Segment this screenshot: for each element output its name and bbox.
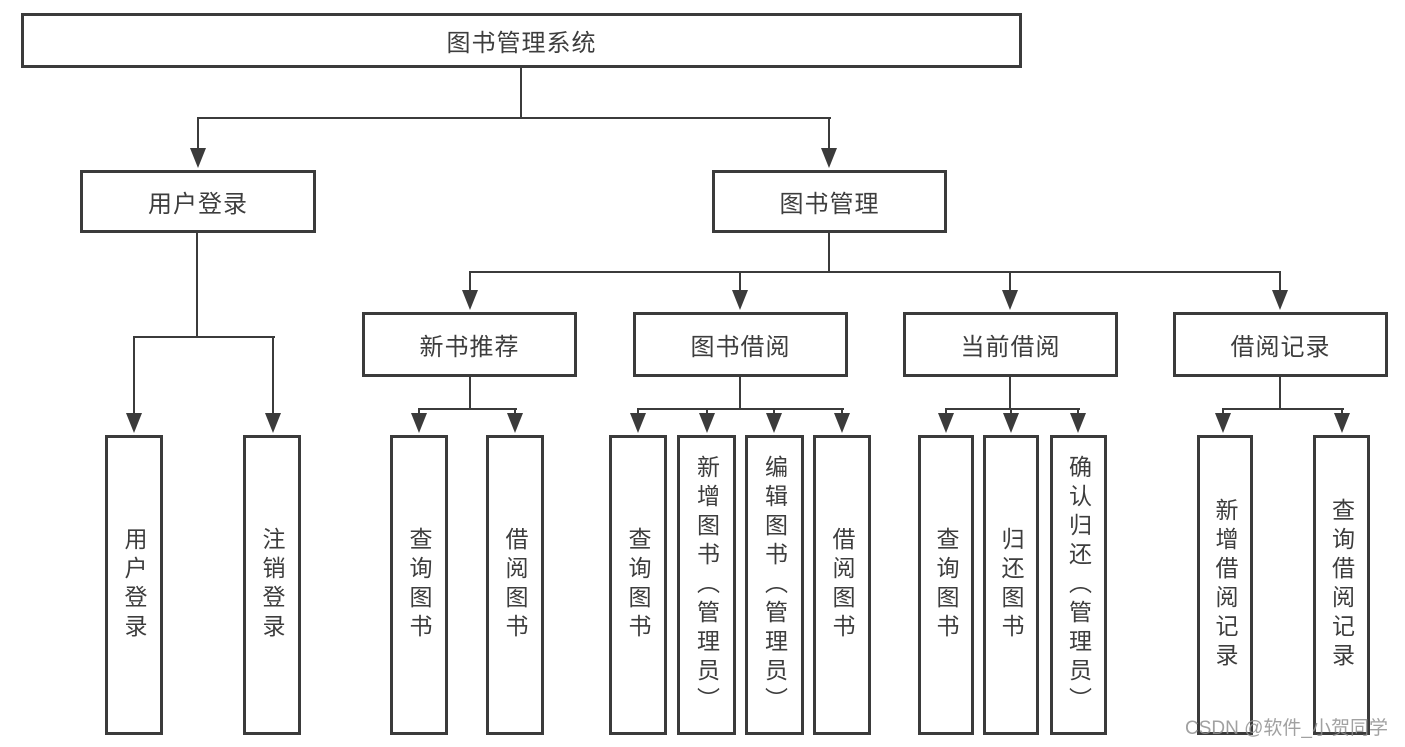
- connector-borrow-records-vertical: [1279, 377, 1281, 410]
- leaf-add-borrow-record-label: 新增借阅记录: [1212, 498, 1238, 672]
- leaf-query-borrow-record: 查询借阅记录: [1313, 435, 1370, 735]
- arrow-to-leaf-query-borrow-icon: [630, 413, 646, 433]
- leaf-borrow-books-recommend-label: 借阅图书: [502, 527, 528, 643]
- connector-book-borrow-vertical: [739, 377, 741, 410]
- node-system-root: 图书管理系统: [21, 13, 1022, 68]
- connector-to-leaf-query-borrow-stem: [637, 408, 639, 415]
- arrow-to-user-login-icon: [190, 148, 206, 168]
- connector-to-leaf-logout-stem: [272, 336, 274, 414]
- arrow-to-leaf-user-login-icon: [126, 413, 142, 433]
- arrow-to-leaf-return-book-icon: [1003, 413, 1019, 433]
- leaf-user-login-label: 用户登录: [121, 527, 147, 643]
- node-new-book-recommend-label: 新书推荐: [419, 334, 520, 361]
- leaf-query-borrow-record-label: 查询借阅记录: [1328, 498, 1355, 672]
- connector-to-current-borrow-stem: [1009, 271, 1011, 292]
- connector-to-book-borrow-stem: [739, 271, 741, 292]
- node-user-login: 用户登录: [80, 170, 316, 233]
- arrow-to-leaf-confirm-return-icon: [1070, 413, 1086, 433]
- leaf-return-book: 归还图书: [983, 435, 1039, 735]
- node-current-borrow-label: 当前借阅: [960, 334, 1061, 361]
- leaf-user-login: 用户登录: [105, 435, 163, 735]
- connector-current-borrow-horizontal: [945, 408, 1080, 410]
- arrow-to-leaf-query-current-icon: [938, 413, 954, 433]
- leaf-logout-label: 注销登录: [259, 527, 285, 643]
- connector-to-leaf-edit-book-stem: [773, 408, 775, 415]
- leaf-query-books-borrow-label: 查询图书: [625, 527, 651, 643]
- connector-book-management-vertical: [828, 233, 830, 273]
- leaf-edit-book-admin-label: 编辑图书（管理员）: [761, 454, 788, 716]
- leaf-borrow-books: 借阅图书: [813, 435, 871, 735]
- arrow-to-current-borrow-icon: [1002, 290, 1018, 310]
- connector-to-leaf-query-current-stem: [945, 408, 947, 415]
- arrow-to-borrow-records-icon: [1272, 290, 1288, 310]
- leaf-edit-book-admin: 编辑图书（管理员）: [745, 435, 804, 735]
- leaf-confirm-return-admin-label: 确认归还（管理员）: [1065, 454, 1092, 716]
- connector-to-leaf-confirm-return-stem: [1077, 408, 1079, 415]
- connector-to-leaf-add-record-stem: [1222, 408, 1224, 415]
- connector-new-book-recommend-vertical: [469, 377, 471, 410]
- node-user-login-label: 用户登录: [148, 191, 248, 218]
- arrow-to-leaf-borrow-books-icon: [834, 413, 850, 433]
- connector-book-management-horizontal: [469, 271, 1281, 273]
- node-book-borrow-label: 图书借阅: [690, 334, 791, 361]
- arrow-to-leaf-add-book-icon: [699, 413, 715, 433]
- node-current-borrow: 当前借阅: [903, 312, 1118, 377]
- node-new-book-recommend: 新书推荐: [362, 312, 577, 377]
- connector-user-login-horizontal: [133, 336, 275, 338]
- connector-to-leaf-borrow-books-stem: [841, 408, 843, 415]
- arrow-to-leaf-borrow-recommend-icon: [507, 413, 523, 433]
- connector-root-horizontal: [197, 117, 831, 119]
- connector-to-leaf-user-login-stem: [133, 336, 135, 414]
- arrow-to-new-book-recommend-icon: [462, 290, 478, 310]
- connector-book-borrow-horizontal: [637, 408, 844, 410]
- connector-to-leaf-borrow-recommend-stem: [514, 408, 516, 415]
- node-borrow-records: 借阅记录: [1173, 312, 1388, 377]
- leaf-query-books-recommend: 查询图书: [390, 435, 448, 735]
- leaf-add-borrow-record: 新增借阅记录: [1197, 435, 1253, 735]
- connector-to-leaf-query-record-stem: [1341, 408, 1343, 415]
- node-system-root-label: 图书管理系统: [446, 30, 597, 57]
- node-borrow-records-label: 借阅记录: [1230, 334, 1331, 361]
- leaf-borrow-books-label: 借阅图书: [829, 527, 855, 643]
- node-book-management: 图书管理: [712, 170, 947, 233]
- leaf-add-book-admin-label: 新增图书（管理员）: [693, 454, 720, 716]
- node-book-borrow: 图书借阅: [633, 312, 848, 377]
- connector-to-user-login-stem: [197, 117, 199, 149]
- connector-current-borrow-vertical: [1009, 377, 1011, 410]
- csdn-watermark: CSDN @软件_小贺同学: [1185, 718, 1388, 739]
- connector-user-login-vertical: [196, 233, 198, 338]
- connector-to-new-book-recommend-stem: [469, 271, 471, 292]
- arrow-to-book-management-icon: [821, 148, 837, 168]
- arrow-to-leaf-edit-book-icon: [766, 413, 782, 433]
- connector-new-book-recommend-horizontal: [418, 408, 517, 410]
- leaf-logout: 注销登录: [243, 435, 301, 735]
- leaf-query-books-current-label: 查询图书: [933, 527, 959, 643]
- leaf-query-books-recommend-label: 查询图书: [406, 527, 432, 643]
- arrow-to-leaf-query-record-icon: [1334, 413, 1350, 433]
- connector-to-leaf-return-book-stem: [1010, 408, 1012, 415]
- leaf-borrow-books-recommend: 借阅图书: [486, 435, 544, 735]
- leaf-query-books-current: 查询图书: [918, 435, 974, 735]
- connector-to-leaf-add-book-stem: [706, 408, 708, 415]
- connector-to-book-management-stem: [828, 117, 830, 149]
- leaf-query-books-borrow: 查询图书: [609, 435, 667, 735]
- leaf-add-book-admin: 新增图书（管理员）: [677, 435, 736, 735]
- leaf-confirm-return-admin: 确认归还（管理员）: [1050, 435, 1107, 735]
- node-book-management-label: 图书管理: [779, 191, 880, 218]
- arrow-to-leaf-add-record-icon: [1215, 413, 1231, 433]
- connector-to-leaf-query-recommend-stem: [418, 408, 420, 415]
- connector-root-vertical: [520, 68, 522, 118]
- leaf-return-book-label: 归还图书: [998, 527, 1024, 643]
- connector-borrow-records-horizontal: [1222, 408, 1344, 410]
- arrow-to-book-borrow-icon: [732, 290, 748, 310]
- connector-to-borrow-records-stem: [1279, 271, 1281, 292]
- arrow-to-leaf-logout-icon: [265, 413, 281, 433]
- arrow-to-leaf-query-recommend-icon: [411, 413, 427, 433]
